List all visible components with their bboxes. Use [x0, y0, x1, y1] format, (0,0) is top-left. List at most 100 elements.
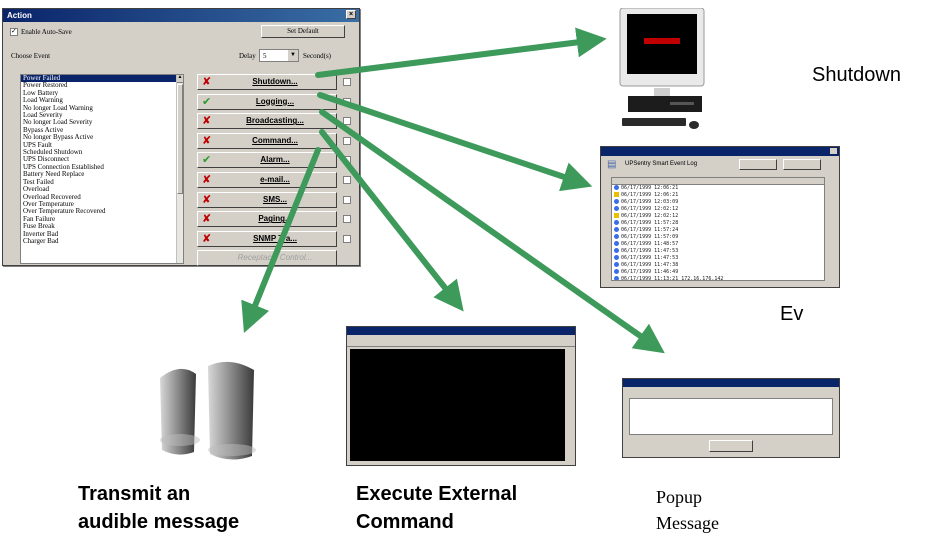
event-log-date: 06/17/1999 [621, 199, 652, 205]
event-list-item[interactable]: Battery Need Replace [23, 170, 85, 179]
action-button-1[interactable]: ✘Shutdown... [197, 74, 337, 90]
disabled-x-icon: ✘ [202, 231, 212, 245]
arrow-to-event-log [317, 92, 593, 192]
event-list-item[interactable]: Power Restored [23, 81, 68, 90]
event-log-time: 12:02:12 [654, 206, 679, 212]
info-icon [614, 227, 619, 232]
event-list-item[interactable]: UPS Disconnect [23, 155, 70, 164]
console-output [350, 349, 565, 461]
info-icon [614, 255, 619, 260]
action-enable-checkbox[interactable] [343, 234, 351, 243]
action-button-5[interactable]: ✔Alarm... [197, 152, 337, 169]
scroll-thumb[interactable] [177, 84, 183, 194]
action-label: Paging... [258, 214, 292, 224]
event-log-row[interactable]: 06/17/1999 12:06:21 [612, 185, 824, 192]
event-log-time: 11:46:49 [654, 269, 679, 275]
event-list-item[interactable]: No longer Load Warning [23, 103, 93, 112]
event-list-item[interactable]: Over Temperature [23, 199, 74, 208]
action-enable-checkbox[interactable] [343, 176, 351, 184]
enable-autosave-checkbox[interactable] [10, 27, 18, 36]
event-list-item[interactable]: Load Severity [23, 111, 63, 120]
event-list-item[interactable]: Test Failed [23, 177, 54, 186]
event-list-item[interactable]: Overload Recovered [23, 192, 81, 201]
arrow-to-alarm [241, 147, 321, 334]
action-button-8[interactable]: ✘Paging... [197, 211, 337, 228]
event-log-time: 11:57:28 [654, 220, 679, 226]
event-list-item[interactable]: Charger Bad [23, 236, 59, 245]
event-log-row[interactable]: 06/17/1999 11:47:53 [612, 248, 824, 255]
action-button-2[interactable]: ✔Logging... [197, 93, 337, 110]
set-default-button[interactable]: Set Default [261, 25, 345, 38]
event-log-row[interactable]: 06/17/1999 12:02:12 [612, 206, 824, 213]
popup-ok-button[interactable] [709, 440, 753, 452]
event-log-date: 06/17/1999 [621, 227, 652, 233]
event-list-item[interactable]: No longer Bypass Active [23, 133, 94, 142]
event-log-row[interactable]: 06/17/1999 11:48:57 [612, 241, 824, 248]
enabled-check-icon: ✔ [202, 153, 212, 167]
action-label: SNMP Tra... [253, 233, 297, 243]
log-icon: ▤ [607, 159, 617, 170]
action-dialog: Action × Enable Auto-Save Set Default Ch… [2, 8, 360, 267]
event-log-row[interactable]: 06/17/1999 11:47:53 [612, 255, 824, 262]
event-list-item[interactable]: Overload [23, 185, 50, 194]
action-enable-checkbox[interactable] [343, 78, 351, 86]
arrow-to-popup [319, 109, 665, 354]
event-log-time: 12:02:12 [654, 213, 679, 219]
info-icon [614, 199, 619, 204]
speakers-icon [160, 361, 256, 460]
event-list-item[interactable]: Bypass Active [23, 125, 64, 134]
event-log-row[interactable]: 06/17/1999 11:13:21 172.16.176.142 [612, 276, 824, 280]
event-list-item[interactable]: Power Failed [21, 75, 183, 83]
delay-value: 5 [263, 52, 267, 60]
chevron-down-icon[interactable]: ▼ [288, 50, 298, 61]
event-list-item[interactable]: Inverter Bad [23, 229, 59, 238]
event-log-time: 12:03:09 [654, 199, 679, 205]
event-log-row[interactable]: 06/17/1999 12:06:21 [612, 192, 824, 199]
event-list-item[interactable]: Scheduled Shutdown [23, 148, 83, 157]
action-enable-checkbox[interactable] [343, 136, 351, 145]
action-label: Command... [252, 135, 298, 145]
event-list-item[interactable]: No longer Load Severity [23, 118, 93, 127]
popup-caption: Popup Message [656, 487, 719, 533]
event-list-item[interactable]: Fuse Break [23, 222, 55, 231]
event-list-item[interactable]: Fan Failure [23, 214, 56, 223]
close-icon[interactable] [830, 148, 837, 154]
close-icon[interactable]: × [346, 10, 356, 19]
event-log-window: ▤ UPSentry Smart Event Log 06/17/1999 12… [600, 146, 840, 288]
print-button[interactable] [739, 159, 777, 170]
event-list-scrollbar[interactable]: ▲ [176, 75, 183, 263]
scroll-up-icon[interactable]: ▲ [177, 75, 183, 83]
action-enable-checkbox[interactable] [343, 117, 351, 126]
event-list-item[interactable]: Over Temperature Recovered [23, 207, 106, 216]
action-label: Logging... [255, 96, 295, 106]
event-list-item[interactable]: UPS Fault [23, 140, 52, 149]
disabled-x-icon: ✘ [202, 192, 212, 206]
delay-label: Delay [239, 52, 256, 60]
event-log-row[interactable]: 06/17/1999 11:57:28 [612, 220, 824, 227]
delay-unit: Second(s) [303, 52, 331, 60]
event-log-row[interactable]: 06/17/1999 12:02:12 [612, 213, 824, 220]
event-list-item[interactable]: Low Battery [23, 88, 59, 97]
event-log-row[interactable]: 06/17/1999 11:57:24 [612, 227, 824, 234]
delay-select[interactable]: 5 ▼ [259, 49, 299, 62]
event-list-item[interactable]: Load Warning [23, 96, 63, 105]
action-button-4[interactable]: ✘Command... [197, 132, 337, 149]
action-label: SMS... [262, 194, 287, 204]
action-enable-checkbox[interactable] [343, 215, 351, 224]
action-button-9[interactable]: ✘ SNMP Tra... [197, 230, 337, 247]
event-log-row[interactable]: 06/17/1999 12:03:09 [612, 199, 824, 206]
popup-title-bar [623, 379, 839, 387]
popup-message-window [622, 378, 840, 458]
action-enable-checkbox[interactable] [343, 195, 351, 204]
event-log-row[interactable]: 06/17/1999 11:47:38 [612, 262, 824, 269]
info-icon [614, 276, 619, 280]
info-icon [614, 241, 619, 246]
console-toolbar [347, 335, 575, 347]
close-button[interactable] [783, 159, 821, 170]
event-log-row[interactable]: 06/17/1999 11:57:09 [612, 234, 824, 241]
event-list-item[interactable]: UPS Connection Established [23, 162, 104, 171]
event-log-time: 11:48:57 [654, 241, 679, 247]
event-log-row[interactable]: 06/17/1999 11:46:49 [612, 269, 824, 276]
